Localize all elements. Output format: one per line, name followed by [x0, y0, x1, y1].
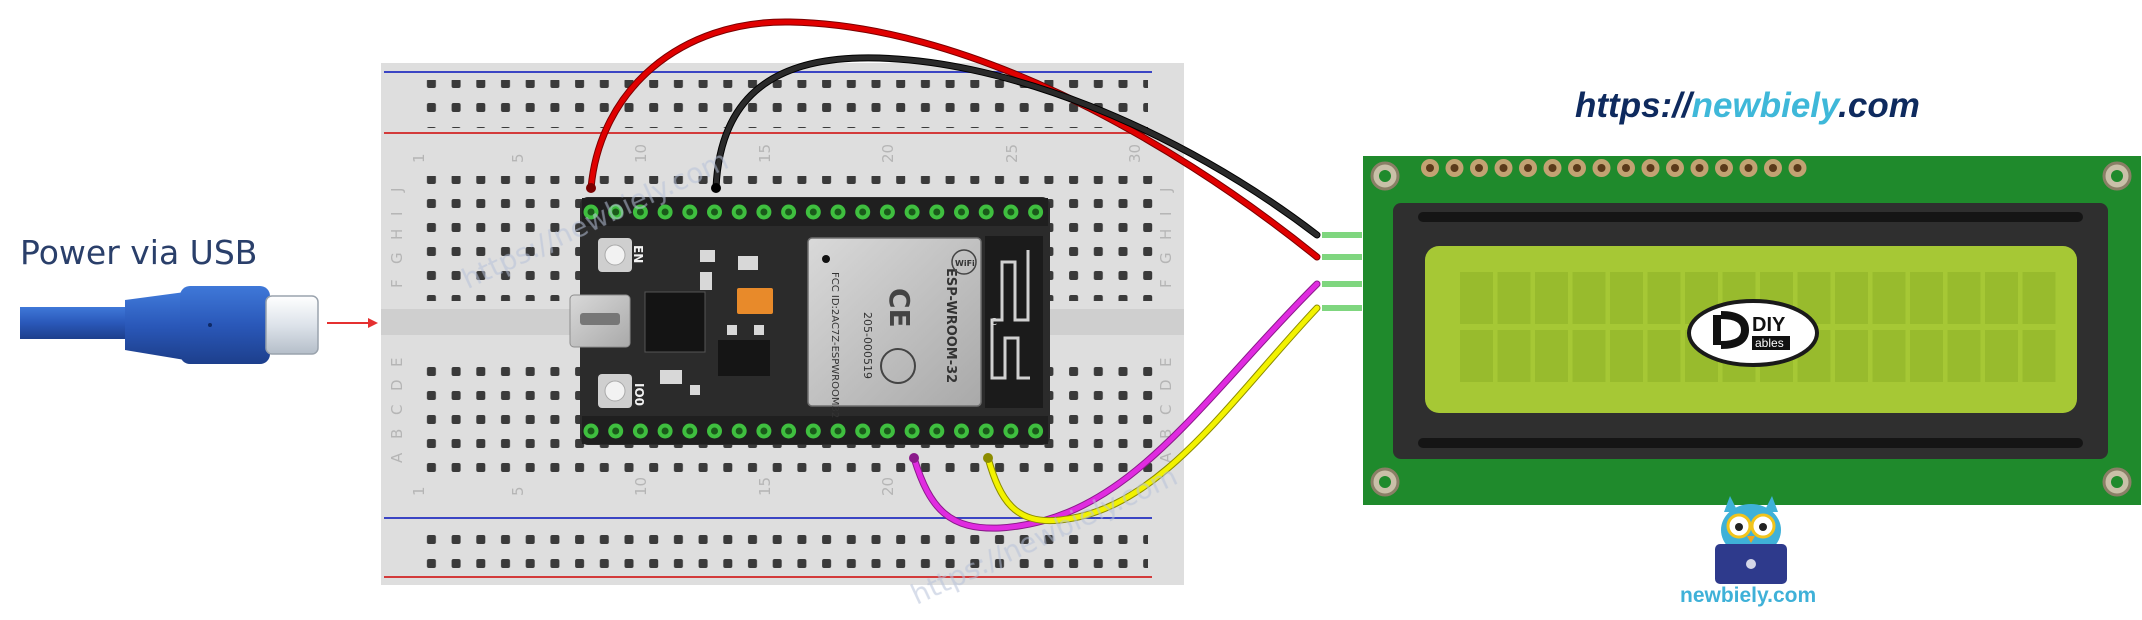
owl-mascot-icon [1715, 496, 1787, 584]
breadboard-labels: J I H G F E D C B A J I H G F E D C B A … [388, 144, 1175, 496]
en-button-label: EN [631, 245, 645, 263]
lcd-character-cell [1610, 272, 1643, 324]
row-label-g: G [388, 252, 406, 264]
lcd-character-cell [2022, 272, 2056, 324]
row-label-b: B [388, 429, 406, 439]
lcd-character-cell [1572, 272, 1606, 324]
lcd-character-cell [2022, 330, 2056, 382]
lcd-character-cell [1572, 330, 1606, 382]
module-name-label: ESP-WROOM-32 [943, 268, 958, 383]
row-label-d-right: D [1157, 379, 1175, 391]
power-arrow [327, 318, 378, 328]
usb-cable [20, 286, 319, 364]
lcd-character-cell [1872, 330, 1906, 382]
lcd-character-cell [1460, 330, 1493, 382]
row-label-b-right: B [1157, 429, 1175, 439]
row-label-d: D [388, 379, 406, 391]
website-url: https://newbiely.com [1575, 86, 1920, 126]
esp32-bottom-pin-header [583, 423, 1044, 439]
row-label-i-right: I [1157, 212, 1175, 216]
lcd-character-cell [1947, 272, 1981, 324]
col-number-15-bottom: 15 [756, 477, 774, 496]
row-label-a: A [388, 452, 406, 463]
col-number-5-bottom: 5 [509, 486, 527, 496]
lcd-character-cell [1947, 330, 1981, 382]
col-number-30: 30 [1126, 144, 1144, 163]
lcd-character-cell [1872, 272, 1906, 324]
row-label-a-right: A [1157, 452, 1175, 463]
url-prefix: https:// [1575, 86, 1692, 125]
lcd-side-connector [1322, 232, 1362, 311]
url-suffix: .com [1838, 86, 1920, 125]
col-number-15: 15 [756, 144, 774, 163]
lcd-character-cell [1910, 330, 1943, 382]
lcd-character-cell [1647, 330, 1681, 382]
col-number-20: 20 [879, 144, 897, 163]
owl-caption: newbiely.com [1680, 584, 1817, 607]
esp32-components [569, 236, 1043, 408]
row-label-j-right: J [1157, 188, 1175, 193]
row-label-e: E [388, 358, 406, 367]
row-label-f: F [388, 279, 406, 288]
row-label-i: I [388, 212, 406, 216]
row-label-c-right: C [1157, 405, 1175, 415]
row-label-j: J [388, 188, 406, 193]
row-label-f-right: F [1157, 279, 1175, 288]
antenna-label: C [990, 317, 997, 328]
lcd-character-cell [1610, 330, 1643, 382]
row-label-h-right: H [1157, 229, 1175, 240]
row-label-h: H [388, 229, 406, 240]
esp32-labels: EN IO0 ESP-WROOM-32 FCC ID:2AC7Z-ESPWROO… [631, 245, 997, 418]
row-label-c: C [388, 405, 406, 415]
lcd-character-cell [1535, 330, 1568, 382]
lcd-character-cell [1535, 272, 1568, 324]
lcd-character-cell [1910, 272, 1943, 324]
col-number-1: 1 [410, 153, 428, 163]
col-number-5: 5 [509, 153, 527, 163]
col-number-25: 25 [1003, 144, 1021, 163]
lcd-character-cell [1497, 330, 1531, 382]
lcd-character-cell [1985, 330, 2018, 382]
col-number-1-bottom: 1 [410, 486, 428, 496]
col-number-10: 10 [632, 144, 650, 163]
row-label-e-right: E [1157, 358, 1175, 367]
wires [586, 18, 1321, 532]
fcc-id-label: FCC ID:2AC7Z-ESPWROOM32 [829, 272, 840, 418]
lcd-character-cell [1985, 272, 2018, 324]
wifi-badge-label: WiFi [955, 259, 975, 268]
logo-ables: ables [1755, 336, 1784, 350]
row-label-g-right: G [1157, 252, 1175, 264]
lcd-header-pins [1421, 159, 1807, 177]
lcd-character-cell [1647, 272, 1681, 324]
logo-diy: DIY [1752, 314, 1786, 336]
diyables-logo: DIY ables [1687, 299, 1819, 367]
io0-button-label: IO0 [632, 383, 646, 406]
ce-mark: CE [883, 288, 916, 328]
lcd-character-cell [1460, 272, 1493, 324]
esp32-top-pin-header [583, 204, 1044, 220]
power-via-usb-label: Power via USB [20, 233, 258, 272]
url-name: newbiely [1691, 86, 1839, 125]
cert-code-label: 205-000519 [861, 312, 874, 379]
lcd-character-cell [1835, 330, 1868, 382]
col-number-20-bottom: 20 [879, 477, 897, 496]
col-number-10-bottom: 10 [632, 477, 650, 496]
lcd-character-cell [1835, 272, 1868, 324]
lcd-character-cell [1497, 272, 1531, 324]
